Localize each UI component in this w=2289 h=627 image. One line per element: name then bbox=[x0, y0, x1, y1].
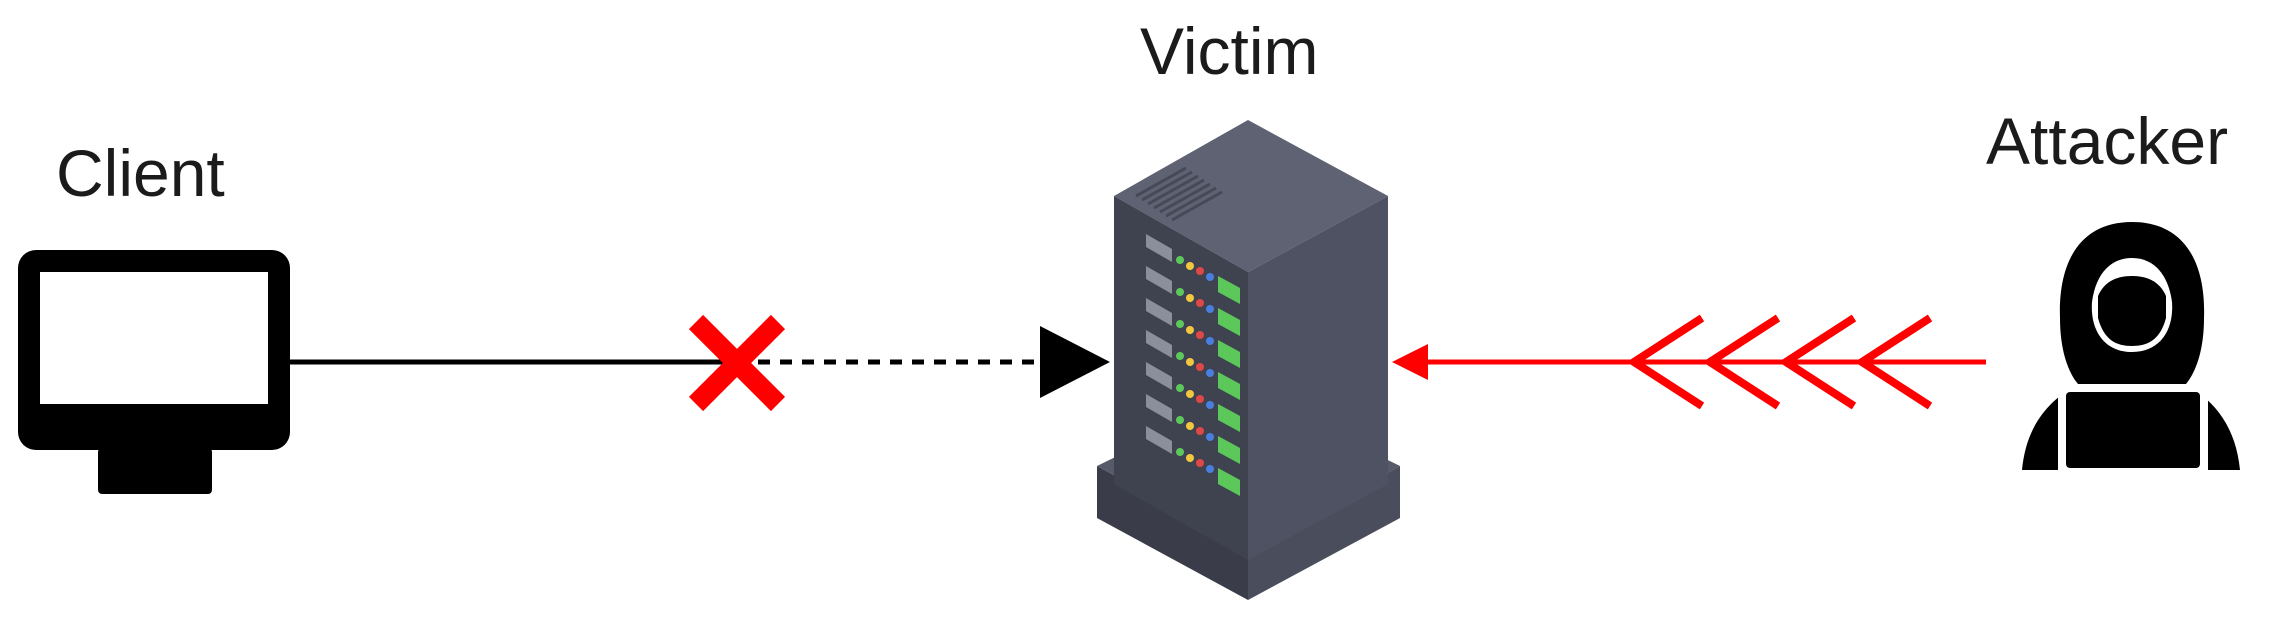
x-mark-icon bbox=[688, 314, 786, 412]
server-icon bbox=[1097, 120, 1400, 600]
server-rack-units bbox=[1146, 234, 1240, 496]
attack-arrowhead bbox=[1392, 344, 1428, 380]
connection-arrowhead bbox=[1040, 326, 1110, 398]
attack-chevrons bbox=[1626, 314, 1933, 410]
monitor-icon bbox=[18, 250, 290, 494]
hooded-hacker-icon bbox=[2022, 222, 2240, 476]
attacker-label: Attacker bbox=[1986, 104, 2229, 178]
client-label: Client bbox=[56, 136, 225, 210]
victim-label: Victim bbox=[1140, 14, 1319, 88]
